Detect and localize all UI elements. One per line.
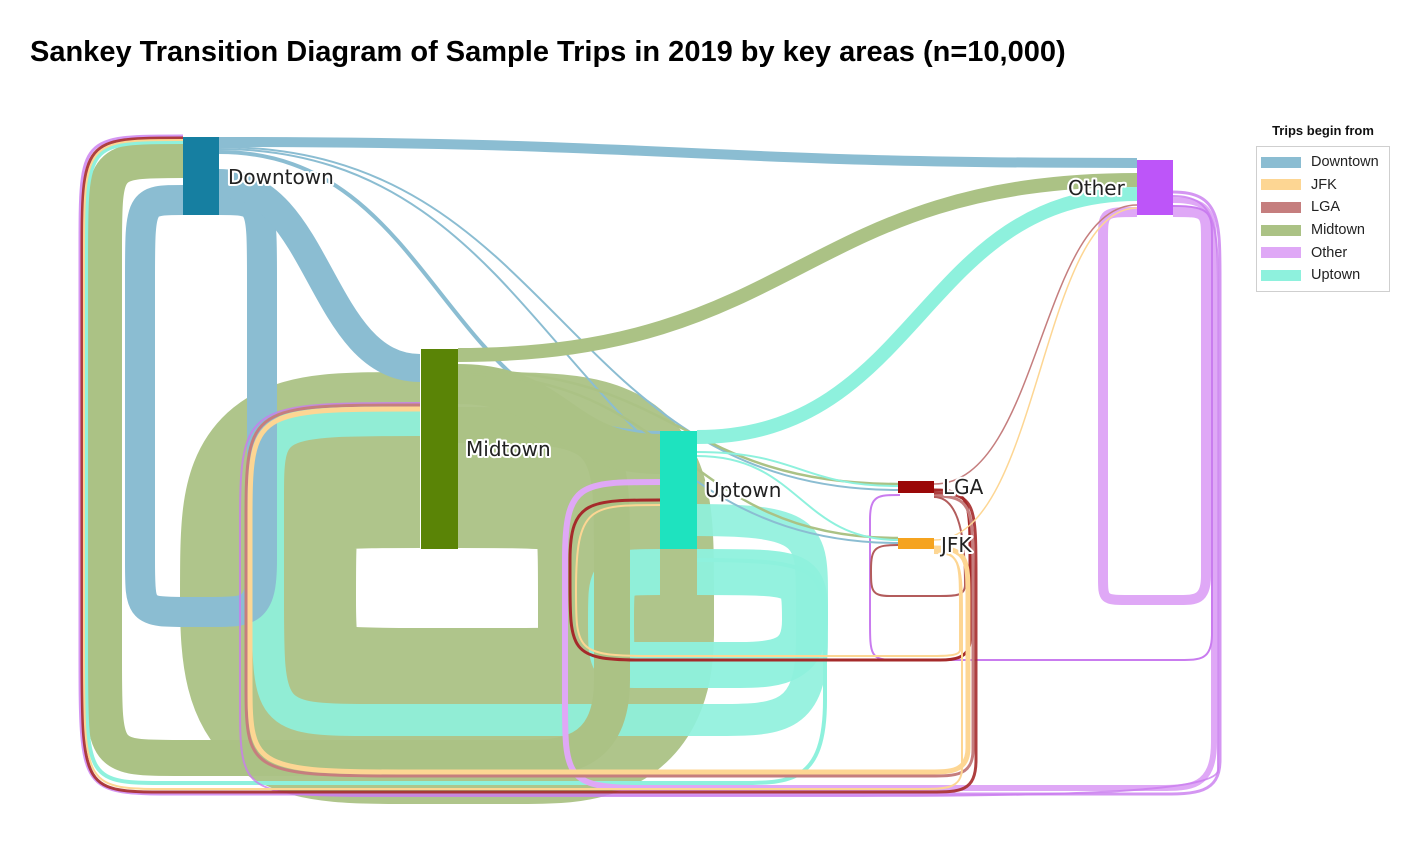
link-jfk-downtown (83, 139, 963, 790)
node-label-downtown: Downtown (228, 165, 334, 189)
legend-item-downtown[interactable]: Downtown (1261, 151, 1383, 174)
link-uptown-downtown (84, 140, 827, 785)
legend-swatch-lga (1261, 201, 1301, 213)
legend-item-uptown[interactable]: Uptown (1261, 264, 1383, 287)
node-uptown[interactable] (660, 431, 697, 549)
link-lga-downtown (80, 136, 978, 794)
link-jfk-other (933, 207, 1138, 541)
legend-swatch-jfk (1261, 179, 1301, 191)
node-label-lga: LGA (943, 475, 984, 499)
link-uptown-lga (696, 451, 899, 487)
node-label-other: Other (1068, 176, 1126, 200)
link-lga-jfk (869, 496, 967, 597)
link-downtown-other (218, 137, 1138, 168)
legend-swatch-uptown (1261, 269, 1301, 281)
link-other-uptown (562, 197, 1217, 791)
legend-item-other[interactable]: Other (1261, 241, 1383, 264)
legend-item-lga[interactable]: LGA (1261, 196, 1383, 219)
legend-swatch-downtown (1261, 156, 1301, 168)
legend-label-other: Other (1311, 244, 1348, 261)
node-label-uptown: Uptown (705, 478, 781, 502)
node-midtown[interactable] (421, 349, 458, 549)
link-midtown-lga (457, 368, 899, 486)
legend-item-midtown[interactable]: Midtown (1261, 219, 1383, 242)
link-uptown-jfk (696, 455, 899, 541)
legend-label-midtown: Midtown (1311, 222, 1365, 239)
link-downtown-lga (218, 146, 899, 491)
legend-swatch-midtown (1261, 224, 1301, 236)
node-downtown[interactable] (183, 137, 219, 215)
link-other-jfk (869, 205, 1213, 661)
link-midtown-uptown (457, 364, 661, 474)
node-label-layer: Downtown Midtown Uptown LGA JFK Other (226, 163, 1128, 559)
node-label-jfk: JFK (939, 533, 972, 557)
diagram-title: Sankey Transition Diagram of Sample Trip… (30, 36, 1066, 68)
legend-label-jfk: JFK (1311, 176, 1337, 193)
legend-box: Downtown JFK LGA Midtown Other Uptown (1256, 146, 1390, 292)
link-other-midtown (239, 195, 1219, 797)
legend-label-downtown: Downtown (1311, 154, 1379, 171)
node-lga[interactable] (898, 481, 934, 493)
legend: Trips begin from Downtown JFK LGA Midtow… (1256, 123, 1390, 292)
legend-swatch-other (1261, 247, 1301, 259)
link-uptown-other (696, 187, 1138, 444)
link-downtown-midtown (217, 169, 422, 382)
node-layer (183, 137, 1173, 549)
link-jfk-midtown (247, 406, 971, 775)
link-other-downtown (78, 134, 1222, 796)
legend-title: Trips begin from (1272, 123, 1374, 138)
legend-label-lga: LGA (1311, 199, 1341, 216)
link-downtown-downtown (125, 185, 277, 627)
legend-label-uptown: Uptown (1311, 267, 1361, 284)
node-label-midtown: Midtown (466, 437, 551, 461)
link-lga-midtown (244, 403, 975, 778)
link-layer (78, 134, 1222, 804)
node-jfk[interactable] (898, 538, 934, 549)
link-midtown-other (457, 173, 1138, 362)
legend-item-jfk[interactable]: JFK (1261, 174, 1383, 197)
link-lga-other (933, 204, 1138, 485)
link-other-other (1098, 207, 1211, 605)
node-other[interactable] (1137, 160, 1173, 215)
link-jfk-uptown (574, 504, 961, 657)
